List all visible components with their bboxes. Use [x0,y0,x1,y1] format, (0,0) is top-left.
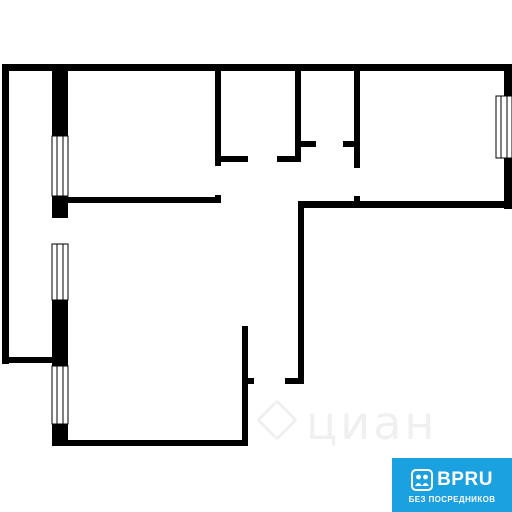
window-icon [495,95,512,159]
interior-walls [66,70,360,384]
cian-logo-icon [256,399,298,441]
badge-name: BPRU [437,468,493,490]
badge-subtitle: БЕЗ ПОСРЕДНИКОВ [408,494,496,504]
badge-header: BPRU [411,468,493,491]
window-icon [51,365,69,425]
people-group-icon [411,468,434,491]
watermark-label: циан [306,396,438,450]
window-icon [51,135,69,197]
watermark-text: циан [256,396,437,450]
window-icon [51,243,69,301]
balcony-outline [2,64,62,364]
exterior-walls [2,64,512,446]
bpru-badge[interactable]: BPRU БЕЗ ПОСРЕДНИКОВ [392,458,512,512]
